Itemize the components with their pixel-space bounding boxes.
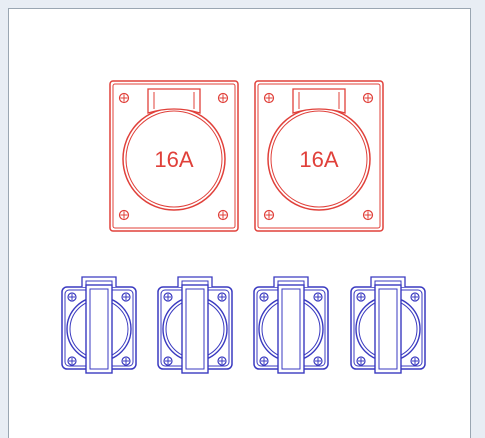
screw-icon [217, 92, 229, 104]
schuko-socket-icon [157, 276, 233, 374]
schuko-socket-icon [350, 276, 426, 374]
screw-icon [313, 356, 323, 366]
screw-icon [217, 292, 227, 302]
screw-icon [263, 92, 275, 104]
screw-icon [118, 209, 130, 221]
screw-icon [356, 356, 366, 366]
rating-label: 16A [154, 147, 193, 172]
screw-icon [163, 356, 173, 366]
screw-icon [67, 292, 77, 302]
cee-16a-socket-icon: 16A [109, 80, 239, 232]
screw-icon [362, 209, 374, 221]
screw-icon [263, 209, 275, 221]
schuko-socket-icon [253, 276, 329, 374]
screw-icon [259, 292, 269, 302]
screw-icon [121, 356, 131, 366]
screw-icon [217, 209, 229, 221]
screw-icon [410, 356, 420, 366]
screw-icon [362, 92, 374, 104]
cee-16a-socket-icon: 16A [254, 80, 384, 232]
screw-icon [259, 356, 269, 366]
screw-icon [410, 292, 420, 302]
screw-icon [163, 292, 173, 302]
screw-icon [313, 292, 323, 302]
screw-icon [67, 356, 77, 366]
screw-icon [217, 356, 227, 366]
schuko-socket-icon [61, 276, 137, 374]
screw-icon [118, 92, 130, 104]
screw-icon [121, 292, 131, 302]
rating-label: 16A [299, 147, 338, 172]
screw-icon [356, 292, 366, 302]
